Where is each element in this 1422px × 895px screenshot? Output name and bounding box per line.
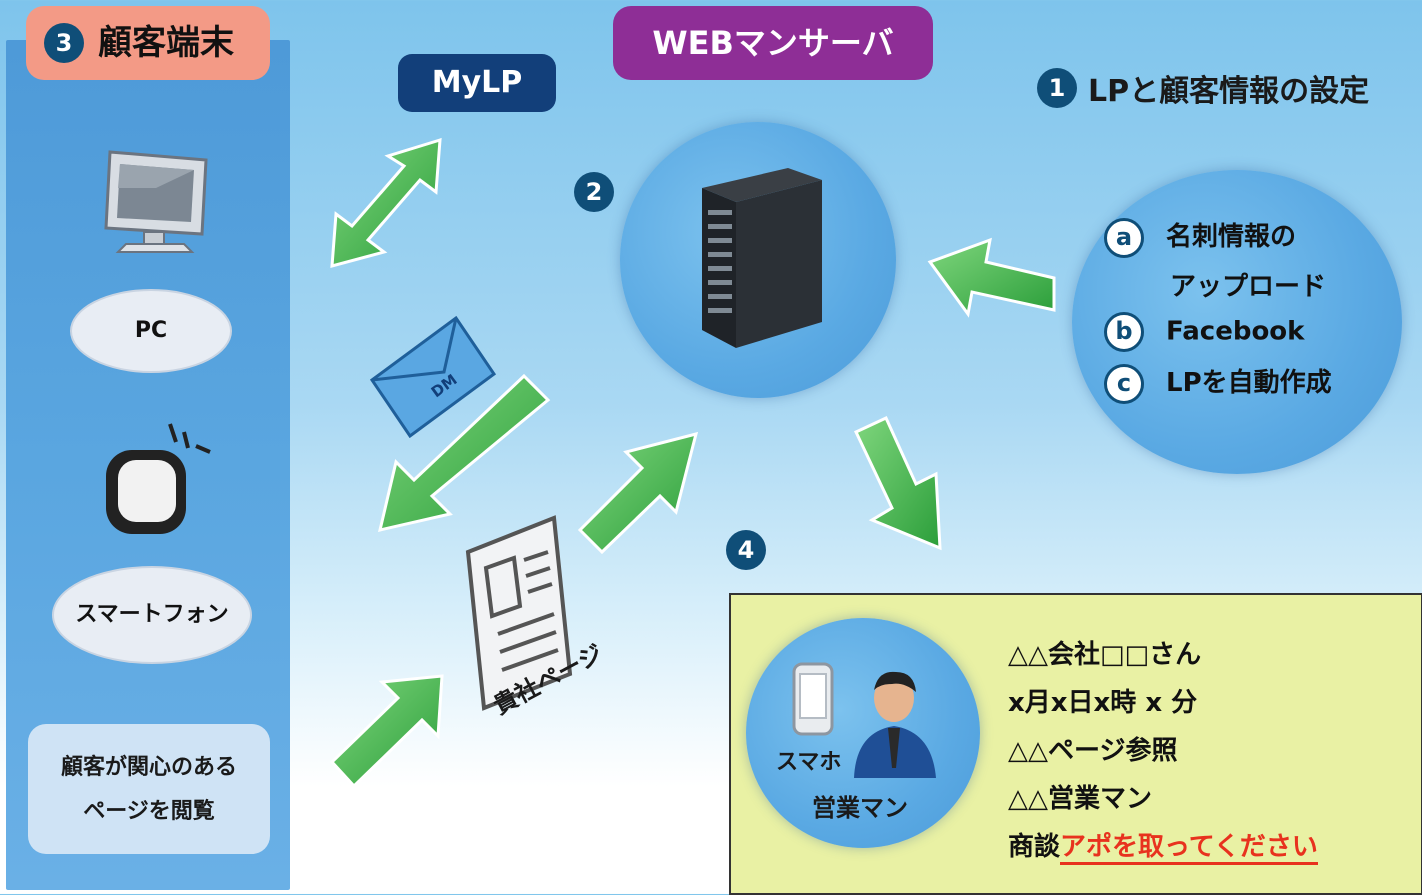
- setup-to-server-arrow: [927, 237, 1056, 318]
- smartphone-icon: [106, 423, 211, 534]
- customer-to-page-arrow: [329, 674, 444, 789]
- sales-smartphone-label: スマホ: [776, 750, 842, 775]
- setup-item-a-line2: アップロード: [1170, 272, 1327, 302]
- smartphone-label-oval: スマートフォン: [52, 566, 252, 664]
- setup-item-c-text: LPを自動作成: [1166, 368, 1332, 398]
- company-page-document-icon: [465, 515, 573, 711]
- notify-line-1: △△会社□□さん: [1008, 640, 1202, 670]
- notify-line-5: 商談アポを取ってください: [1008, 826, 1318, 865]
- smartphone-label: スマートフォン: [75, 602, 229, 627]
- step-1-badge: 1: [1037, 68, 1077, 108]
- notify-line-2: x月x日x時 x 分: [1008, 688, 1198, 718]
- pc-label: PC: [134, 318, 168, 343]
- letter-c-badge: c: [1104, 363, 1144, 404]
- pc-monitor-icon: [104, 150, 208, 253]
- step-2-badge: 2: [574, 172, 614, 212]
- setup-item-b: b Facebook: [1104, 312, 1304, 352]
- web-server-pill: WEBマンサーバ: [613, 6, 933, 80]
- appointment-highlight: アポを取ってください: [1060, 832, 1318, 865]
- notify-line-5-prefix: 商談: [1008, 832, 1061, 862]
- mylp-pill: MyLP: [398, 54, 556, 112]
- web-server-title: WEBマンサーバ: [652, 24, 894, 62]
- salesman-icon: [854, 671, 936, 778]
- step-3-badge: 3: [44, 23, 84, 63]
- dm-envelope-icon: DM: [369, 315, 497, 438]
- sales-smartphone-icon: [792, 662, 834, 736]
- customer-device-title: 3 顧客端末: [26, 6, 270, 80]
- customer-device-title-text: 顧客端末: [98, 23, 234, 63]
- notify-line-4: △△営業マン: [1008, 784, 1152, 814]
- mylp-double-arrow: [330, 137, 442, 268]
- pc-label-oval: PC: [70, 289, 232, 373]
- server-rack-icon: [702, 168, 822, 348]
- setup-item-a: a 名刺情報の: [1104, 216, 1296, 258]
- salesman-label: 営業マン: [812, 794, 908, 822]
- customer-note-line-2: ページを閲覧: [83, 799, 215, 824]
- sales-circle: [746, 618, 980, 848]
- step-4-badge: 4: [726, 530, 766, 570]
- letter-a-badge: a: [1104, 217, 1144, 258]
- server-to-notify-arrow: [853, 416, 942, 551]
- setup-item-a-line1: 名刺情報の: [1166, 222, 1297, 252]
- setup-item-b-text: Facebook: [1166, 316, 1305, 347]
- page-to-server-arrow: [577, 431, 699, 555]
- customer-note-box: 顧客が関心のある ページを閲覧: [28, 724, 270, 854]
- letter-b-badge: b: [1104, 312, 1144, 352]
- customer-note-line-1: 顧客が関心のある: [60, 755, 237, 780]
- setup-item-c: c LPを自動作成: [1104, 362, 1332, 404]
- setup-title: LPと顧客情報の設定: [1088, 74, 1370, 109]
- mylp-label: MyLP: [431, 65, 523, 100]
- notify-line-3: △△ページ参照: [1008, 736, 1178, 766]
